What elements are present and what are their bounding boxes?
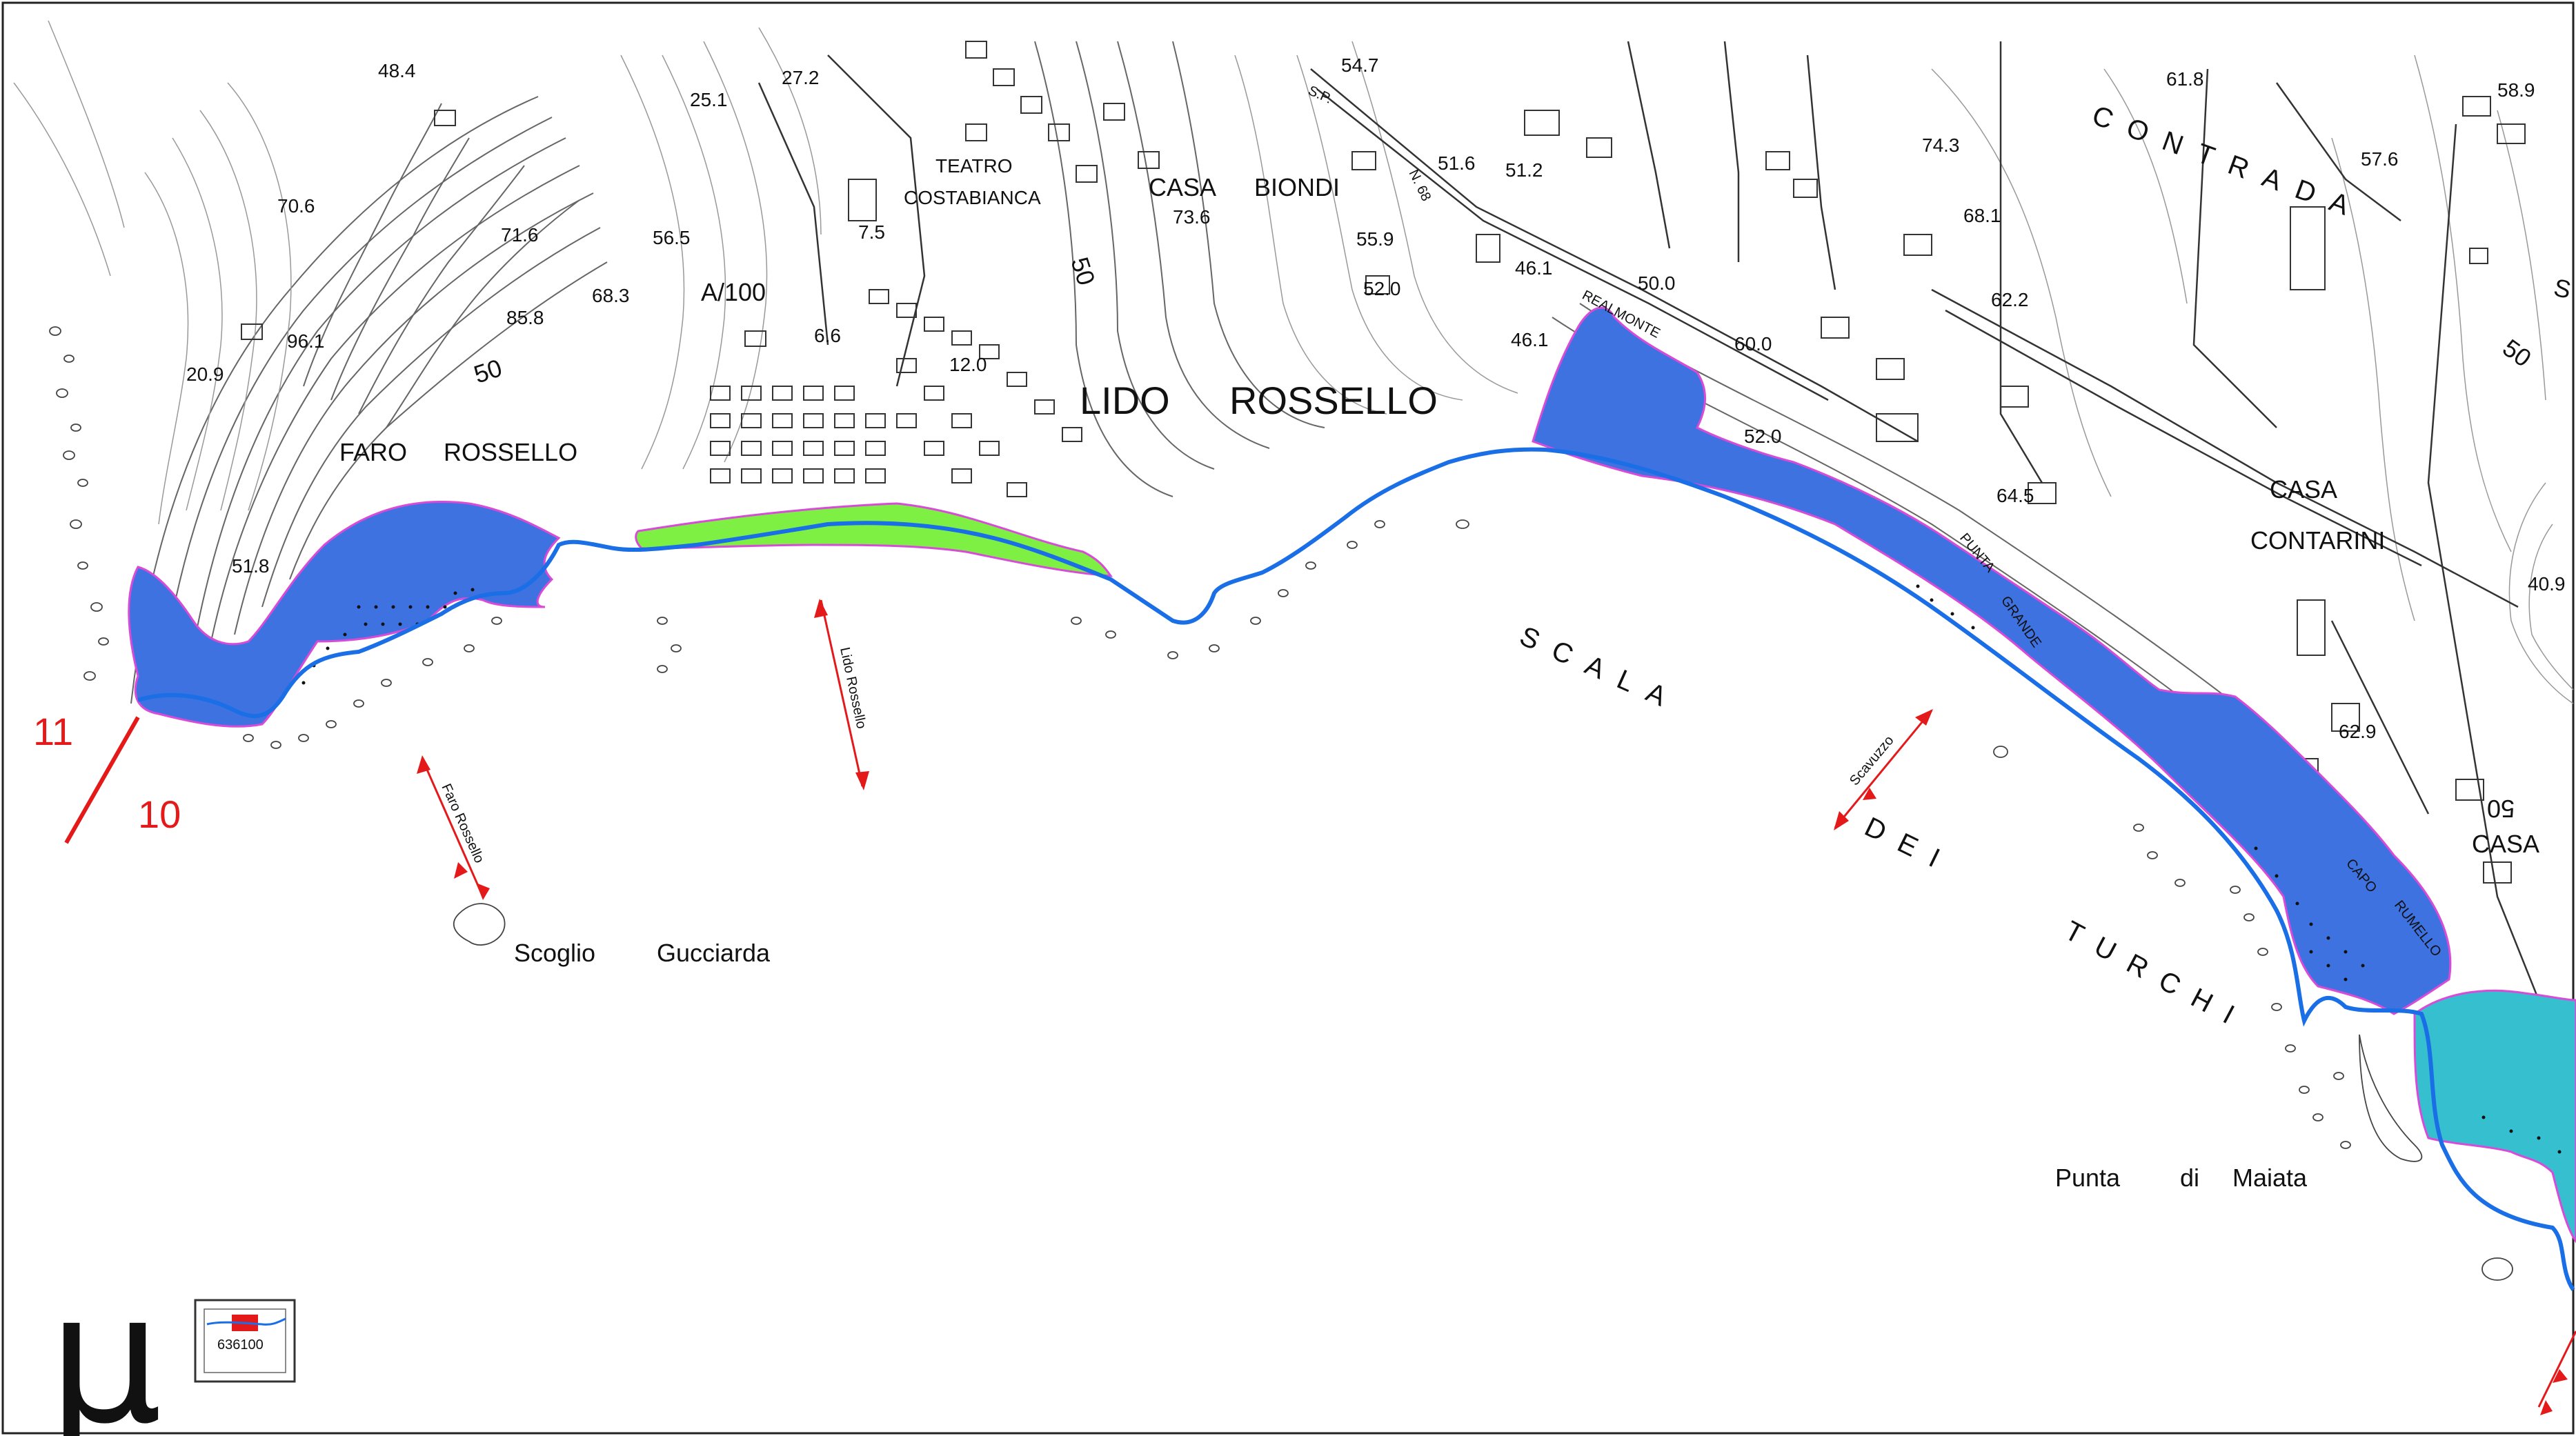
spot-height: 57.6 [2361, 148, 2399, 170]
spot-height: 68.3 [592, 285, 630, 306]
inset-locator-map: 636100 [194, 1299, 296, 1383]
spot-height: 55.9 [1356, 228, 1394, 250]
spot-height: 50.0 [1638, 272, 1676, 294]
spot-height: 74.3 [1922, 134, 1960, 156]
spot-height: 6.6 [814, 325, 841, 346]
spot-height: 56.5 [653, 227, 691, 248]
spot-height: 68.1 [1963, 205, 2001, 226]
spot-height: 85.8 [506, 307, 544, 328]
spot-height: 96.1 [287, 330, 325, 352]
label-casa-contarini-1: CASA [2270, 475, 2337, 503]
label-faro: FARO [339, 438, 407, 466]
label-teatro: TEATRO [935, 155, 1012, 177]
spot-height: 20.9 [186, 363, 224, 385]
label-punta-maiata-3: Maiata [2232, 1164, 2308, 1192]
spot-height: 48.4 [378, 60, 416, 81]
spot-height: 7.5 [858, 221, 885, 243]
spot-height: 64.5 [1997, 485, 2034, 506]
spot-height: 51.2 [1505, 159, 1543, 181]
dotted-hatching [301, 584, 2562, 1154]
section-label-10: 10 [138, 792, 181, 836]
spot-height: 71.6 [501, 224, 539, 246]
elevation-points: 48.4 27.2 25.1 54.7 61.8 58.9 74.3 57.6 … [186, 54, 2566, 742]
label-casa-contarini-2: CONTARINI [2250, 526, 2385, 555]
zone-scala-dei-turchi [1532, 306, 2452, 1015]
contour-label-50: 50 [2487, 795, 2515, 823]
offshore-rocks [49, 326, 2513, 1281]
section-line-10-11 [64, 716, 140, 844]
label-punta-maiata-1: Punta [2055, 1164, 2121, 1192]
label-casa-biondi-2: BIONDI [1254, 173, 1340, 201]
spot-height: 62.9 [2339, 721, 2377, 742]
zone-faro-rossello [128, 501, 561, 728]
label-gucciarda: Gucciarda [657, 939, 771, 967]
inset-label: 636100 [217, 1337, 264, 1353]
label-scoglio: Scoglio [514, 939, 595, 967]
spot-height: 25.1 [690, 89, 728, 110]
spot-height: 73.6 [1173, 206, 1211, 228]
buildings [241, 41, 2526, 884]
label-rossello-lido: ROSSELLO [1229, 379, 1438, 422]
north-arrow-icon: μ [48, 1255, 162, 1436]
label-punta-maiata-2: di [2180, 1164, 2199, 1192]
spot-height: 51.6 [1438, 152, 1476, 174]
coastline [137, 447, 2575, 1291]
spot-height: 51.8 [232, 555, 270, 577]
spot-height: 27.2 [782, 67, 820, 88]
contour-lines [13, 20, 2574, 953]
inset-coast [206, 1317, 286, 1326]
road-network [757, 41, 2554, 1035]
spot-height: 62.2 [1991, 289, 2029, 310]
label-rossello-faro: ROSSELLO [444, 438, 577, 466]
spot-height: 52.0 [1363, 278, 1401, 299]
spot-height: 46.1 [1511, 329, 1549, 350]
label-costabianca: COSTABIANCA [904, 187, 1041, 208]
transect-right-edge [2537, 1330, 2576, 1415]
spot-height: 60.0 [1734, 333, 1772, 355]
spot-height: 40.9 [2528, 573, 2566, 595]
spot-height: 46.1 [1515, 257, 1553, 279]
zone-punta-maiata [2413, 989, 2576, 1244]
spot-height: 70.6 [277, 195, 315, 217]
label-casa-biondi-1: CASA [1149, 173, 1216, 201]
label-lido: LIDO [1080, 379, 1170, 422]
section-label-11: 11 [33, 710, 73, 753]
spot-height: 12.0 [949, 354, 987, 375]
hazard-zones [128, 306, 2576, 1244]
zone-lido-rossello-beach [635, 502, 1113, 577]
spot-height: 61.8 [2166, 68, 2204, 90]
spot-height: 58.9 [2497, 79, 2535, 101]
spot-height: 54.7 [1341, 54, 1379, 76]
label-a100: A/100 [701, 278, 766, 306]
spot-height: 52.0 [1744, 426, 1782, 447]
label-casa-right: CASA [2472, 830, 2539, 858]
